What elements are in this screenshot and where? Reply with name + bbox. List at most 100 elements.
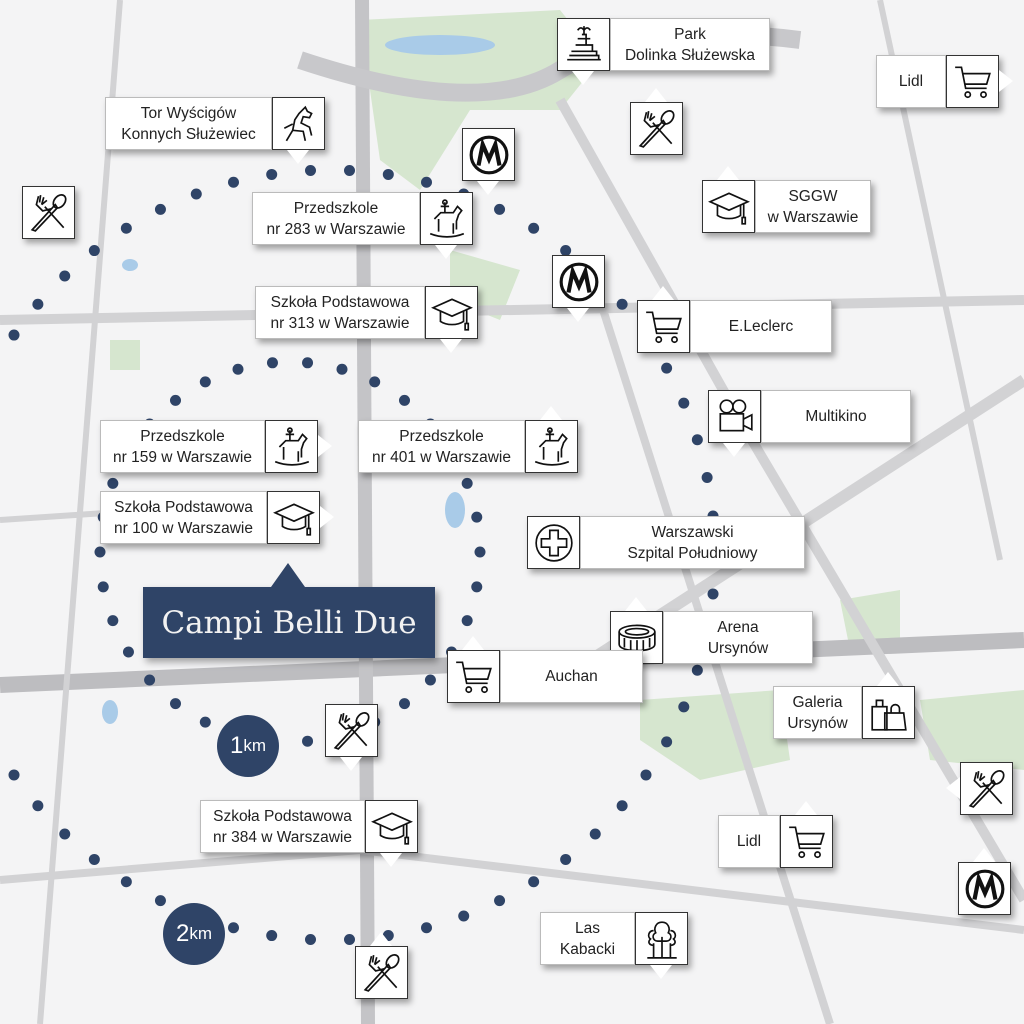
ring-2km-dot <box>678 701 690 713</box>
poi-marker[interactable] <box>946 762 1013 815</box>
marker-pointer <box>795 801 817 815</box>
ring-1km-dot <box>302 357 314 369</box>
poi-name: Przedszkole <box>399 427 484 445</box>
marker-pointer <box>999 70 1013 92</box>
ring-1km-dot <box>424 674 436 686</box>
tree-icon <box>635 912 688 965</box>
poi-name: Przedszkole <box>140 427 225 445</box>
poi-name: Tor Wyścigów <box>140 104 237 122</box>
poi-marker[interactable]: Szkoła Podstawowa nr 313 w Warszawie <box>255 286 478 353</box>
ring-2km-dot <box>616 298 628 310</box>
poi-marker[interactable]: Multikino <box>708 390 911 457</box>
ring-2km-dot <box>640 769 652 781</box>
project-location-marker[interactable]: Campi Belli Due <box>143 563 435 658</box>
poi-marker[interactable] <box>958 848 1011 915</box>
ring-2km-dot <box>59 270 71 282</box>
marker-pointer <box>320 506 334 528</box>
poi-marker[interactable] <box>355 932 408 999</box>
graduation-cap-icon <box>702 180 755 233</box>
ring-2km-dot <box>528 876 540 888</box>
poi-name: Las <box>575 919 600 937</box>
poi-name-line2: Ursynów <box>707 639 769 657</box>
poi-label: Auchan <box>500 650 643 703</box>
poi-name-line2: nr 384 w Warszawie <box>213 828 352 846</box>
poi-name: Auchan <box>545 668 598 685</box>
shopping-cart-icon <box>637 300 690 353</box>
poi-marker[interactable]: E.Leclerc <box>637 286 832 353</box>
ring-2km-dot <box>32 298 44 310</box>
restaurant-icon <box>630 102 683 155</box>
graduation-cap-icon <box>425 286 478 339</box>
ring-2km-dot <box>266 930 278 942</box>
ring-2km-dot <box>120 876 132 888</box>
graduation-cap-icon <box>267 491 320 544</box>
camera-icon <box>708 390 761 443</box>
ring-2km-dot <box>32 800 44 812</box>
ring-2km-dot <box>691 664 703 676</box>
fountain-icon <box>557 18 610 71</box>
rocking-horse-icon <box>265 420 318 473</box>
shopping-bags-icon <box>862 686 915 739</box>
poi-name-line2: Szpital Południowy <box>627 544 758 562</box>
poi-name: Szkoła Podstawowa <box>270 293 410 311</box>
poi-label: E.Leclerc <box>690 300 832 353</box>
poi-name-line2: nr 283 w Warszawie <box>266 220 406 238</box>
poi-name: Lidl <box>736 833 762 850</box>
marker-pointer <box>723 443 745 457</box>
marker-pointer <box>287 150 309 164</box>
ring-2km-dot <box>494 203 506 215</box>
poi-marker[interactable] <box>462 128 515 195</box>
poi-marker[interactable] <box>552 255 605 322</box>
marker-pointer <box>370 932 392 946</box>
horse-icon <box>272 97 325 150</box>
ring-2km-dot <box>343 164 355 176</box>
marker-pointer <box>650 965 672 979</box>
poi-name: Multikino <box>805 408 867 425</box>
water <box>102 35 495 724</box>
ring-1km-dot <box>266 357 278 369</box>
ring-2km-dot <box>227 922 239 934</box>
ring-1km-dot <box>97 581 109 593</box>
poi-marker[interactable]: Lidl <box>876 55 1013 108</box>
poi-name-line2: nr 313 w Warszawie <box>270 314 410 332</box>
ring-1km-dot <box>94 546 106 558</box>
poi-name-line2: Konnych Służewiec <box>121 125 256 143</box>
marker-pointer <box>462 636 484 650</box>
marker-pointer <box>380 853 402 867</box>
ring-2km-dot <box>59 828 71 840</box>
poi-marker[interactable] <box>325 704 378 771</box>
poi-label: Szkoła Podstawowa nr 313 w Warszawie <box>255 286 425 339</box>
metro-icon <box>552 255 605 308</box>
poi-marker[interactable]: Lidl <box>718 801 833 868</box>
ring-1km-dot <box>107 477 119 489</box>
poi-marker[interactable] <box>630 88 683 155</box>
poi-marker[interactable]: Auchan <box>447 636 643 703</box>
ring-2km-dot <box>494 895 506 907</box>
ring-2km-dot <box>305 164 317 176</box>
restaurant-icon <box>355 946 408 999</box>
ring-1km-dot <box>471 511 483 523</box>
marker-pointer <box>652 286 674 300</box>
marker-pointer <box>540 406 562 420</box>
ring-2km-dot <box>382 168 394 180</box>
ring-2km-dot <box>661 362 673 374</box>
poi-marker[interactable] <box>22 186 75 239</box>
poi-name: Warszawski <box>651 523 734 541</box>
shopping-cart-icon <box>447 650 500 703</box>
